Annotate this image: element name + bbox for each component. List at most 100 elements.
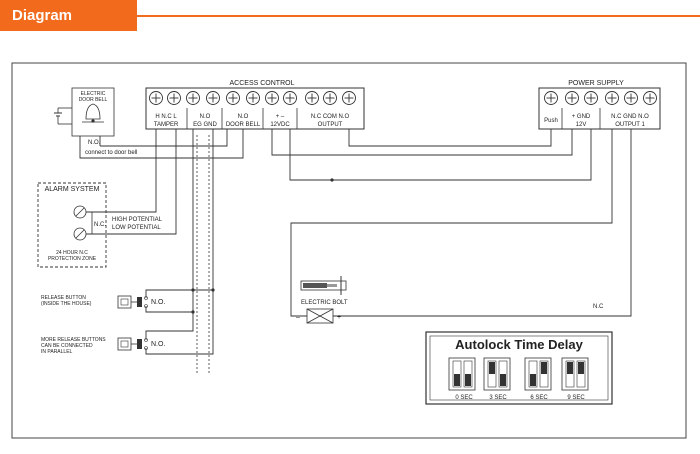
screw-terminal-icon	[565, 91, 579, 105]
autolock-title: Autolock Time Delay	[455, 337, 583, 352]
wire-release1-a	[145, 289, 213, 298]
power-supply-title: POWER SUPPLY	[568, 80, 624, 87]
screw-terminal-icon	[584, 91, 598, 105]
wire-alarm-low	[86, 129, 177, 235]
ps-label-12v-top: + GND	[572, 114, 591, 120]
screw-terminal-icon	[323, 91, 337, 105]
ac-label-doorbell: DOOR BELL	[226, 122, 261, 128]
release-button-2-icon	[117, 337, 148, 351]
ac-label-output-top: N.C COM N.O	[311, 114, 350, 120]
dip-switch-knob	[578, 362, 584, 374]
screw-terminal-icon	[167, 91, 181, 105]
alarm-low: LOW POTENTIAL	[112, 225, 161, 231]
screw-terminal-icon	[186, 91, 200, 105]
bolt-icon	[300, 276, 347, 295]
screw-terminal-icon	[643, 91, 657, 105]
alarm-nc-label: N.C.	[94, 222, 106, 228]
alarm-high: HIGH POTENTIAL	[112, 217, 163, 223]
dotted-wires	[196, 135, 210, 375]
alarm-terminal-icon	[73, 205, 87, 241]
ps-label-output1: OUTPUT 1	[615, 122, 645, 128]
ac-label-output: OUTPUT	[318, 122, 343, 128]
ac-label-doorbell-top: N.O	[238, 114, 249, 120]
screw-terminal-icon	[305, 91, 319, 105]
junction-dots	[191, 178, 334, 314]
ps-label-push: Push	[544, 118, 558, 124]
access-control-terminals	[149, 91, 356, 105]
screw-terminal-icon	[226, 91, 240, 105]
dip-switch-knob	[454, 374, 460, 386]
ac-label-12vdc-top: + –	[276, 114, 285, 120]
wire-release-gnd	[145, 129, 214, 355]
autolock-option-3: 9 SEC	[567, 395, 585, 401]
screw-terminal-icon	[605, 91, 619, 105]
ps-label-output1-top: N.C GND N.O	[611, 114, 649, 120]
release-button-2-line1: MORE RELEASE BUTTONS	[41, 337, 106, 343]
screw-terminal-icon	[265, 91, 279, 105]
header-rule	[137, 15, 700, 17]
screw-terminal-icon	[544, 91, 558, 105]
screw-terminal-icon	[624, 91, 638, 105]
power-supply-terminals	[544, 91, 657, 105]
dip-switch-knob	[541, 362, 547, 374]
wire-bolt-minus	[290, 129, 613, 317]
bell-icon	[82, 103, 104, 123]
ac-label-tamper-top: H N.C L	[155, 114, 177, 120]
autolock-option-1: 3 SEC	[489, 395, 507, 401]
screw-terminal-icon	[149, 91, 163, 105]
battery-icon	[54, 107, 72, 125]
release-button-2-no: N.O.	[151, 341, 165, 348]
release-button-1-line1: RELEASE BUTTON	[41, 295, 86, 301]
dip-switch-knob	[465, 374, 471, 386]
wire-release1-b	[145, 306, 193, 313]
bolt-nc: N.C	[593, 304, 604, 310]
alarm-nc-link	[86, 211, 93, 235]
release-button-1-line2: (INSIDE THE HOUSE)	[41, 301, 92, 307]
wire-output-push	[348, 129, 552, 147]
ps-label-12v: 12V	[576, 122, 587, 128]
dip-switch-knob	[489, 362, 495, 374]
release-button-1-no: N.O.	[151, 299, 165, 306]
ac-label-tamper: TAMPER	[154, 122, 179, 128]
wire-12v-plus	[271, 129, 573, 156]
wire-doorbell-com	[100, 129, 228, 147]
autolock-option-0: 0 SEC	[455, 395, 473, 401]
wire-doorbell-no	[79, 129, 244, 159]
door-bell-label-2: DOOR BELL	[79, 97, 108, 103]
wire-12v-gnd	[289, 129, 592, 181]
screw-terminal-icon	[342, 91, 356, 105]
autolock-option-2: 6 SEC	[530, 395, 548, 401]
wire-alarm-high	[86, 129, 157, 213]
diagram-frame	[11, 62, 687, 439]
bolt-label: ELECTRIC BOLT	[301, 300, 348, 306]
ac-label-eg-top: N.O	[200, 114, 211, 120]
screw-terminal-icon	[246, 91, 260, 105]
release-button-1-icon	[117, 295, 148, 309]
alarm-box	[37, 182, 107, 268]
ac-label-12vdc: 12VDC	[270, 122, 290, 128]
dip-switch-knob	[567, 362, 573, 374]
screw-terminal-icon	[283, 91, 297, 105]
door-bell-connect: connect to door bell	[85, 150, 137, 156]
alarm-zone-2: PROTECTION ZONE	[48, 256, 97, 262]
power-supply-block	[538, 87, 661, 130]
alarm-title: ALARM SYSTEM	[45, 186, 100, 193]
access-control-title: ACCESS CONTROL	[230, 80, 295, 87]
dip-switch-knob	[530, 374, 536, 386]
wire-bolt-plus	[333, 129, 632, 317]
alarm-zone-1: 24 HOUR N.C	[56, 250, 88, 256]
door-bell-label-1: ELECTRIC	[81, 91, 106, 97]
ac-label-eg: EG GND	[193, 122, 217, 128]
bolt-minus: –	[296, 314, 300, 321]
bolt-plus: +	[337, 314, 341, 321]
header-title: Diagram	[0, 0, 137, 31]
door-bell-no: N.O.	[88, 140, 101, 146]
release-button-2-line3: IN PARALLEL	[41, 349, 73, 355]
wire-release-eg	[145, 129, 194, 340]
screw-terminal-icon	[206, 91, 220, 105]
release-button-2-line2: CAN BE CONNECTED	[41, 343, 93, 349]
dip-switch-knob	[500, 374, 506, 386]
bolt-coil-icon	[306, 308, 334, 324]
wires	[79, 129, 632, 355]
